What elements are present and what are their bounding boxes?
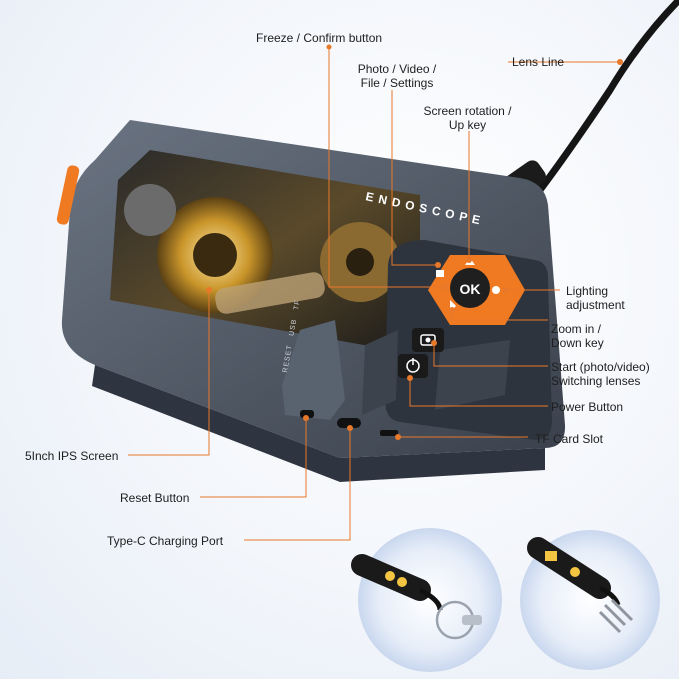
- camera-button[interactable]: [412, 328, 444, 352]
- detail-bubble-left: [351, 528, 502, 672]
- lens-line-label: Lens Line: [512, 55, 565, 69]
- lighting-label-line2: adjustment: [566, 298, 625, 312]
- rotation-label-line2: Up key: [448, 118, 487, 132]
- reset-label: Reset Button: [120, 491, 190, 505]
- lens-cable: [537, 0, 679, 193]
- zoom-label-line1: Zoom in /: [551, 322, 602, 336]
- mode-label: Photo / Video / File / Settings: [342, 62, 452, 90]
- light-icon[interactable]: [492, 286, 500, 294]
- reset-hole: [300, 410, 314, 418]
- freeze-label: Freeze / Confirm button: [256, 31, 383, 45]
- zoom-label-line2: Down key: [551, 336, 604, 350]
- mode-label-line2: File / Settings: [360, 76, 434, 90]
- screen-label: 5Inch IPS Screen: [25, 449, 119, 463]
- rotation-label: Screen rotation / Up key: [410, 104, 525, 132]
- ok-button-label[interactable]: OK: [460, 281, 481, 297]
- callout-lines: [128, 47, 620, 541]
- detail-bubble-right: [520, 530, 660, 670]
- mode-label-line1: Photo / Video /: [357, 62, 437, 76]
- start-label: Start (photo/video) Switching lenses: [551, 360, 650, 388]
- start-label-line2: Switching lenses: [551, 374, 641, 388]
- zoom-label: Zoom in / Down key: [551, 322, 604, 350]
- settings-icon[interactable]: [436, 270, 444, 277]
- power-label: Power Button: [551, 400, 624, 414]
- tf-slot-label: TF Card Slot: [535, 432, 604, 446]
- power-button[interactable]: [398, 354, 428, 378]
- typec-label: Type-C Charging Port: [107, 534, 224, 548]
- ips-screen: [110, 150, 420, 355]
- rotation-label-line1: Screen rotation /: [423, 104, 512, 118]
- lighting-label: Lighting adjustment: [566, 284, 625, 312]
- start-label-line1: Start (photo/video): [551, 360, 650, 374]
- typec-port: [337, 418, 361, 428]
- callout-dots: [206, 44, 623, 440]
- tf-slot: [380, 430, 398, 436]
- port-cover[interactable]: [282, 320, 345, 420]
- lighting-label-line1: Lighting: [566, 284, 609, 298]
